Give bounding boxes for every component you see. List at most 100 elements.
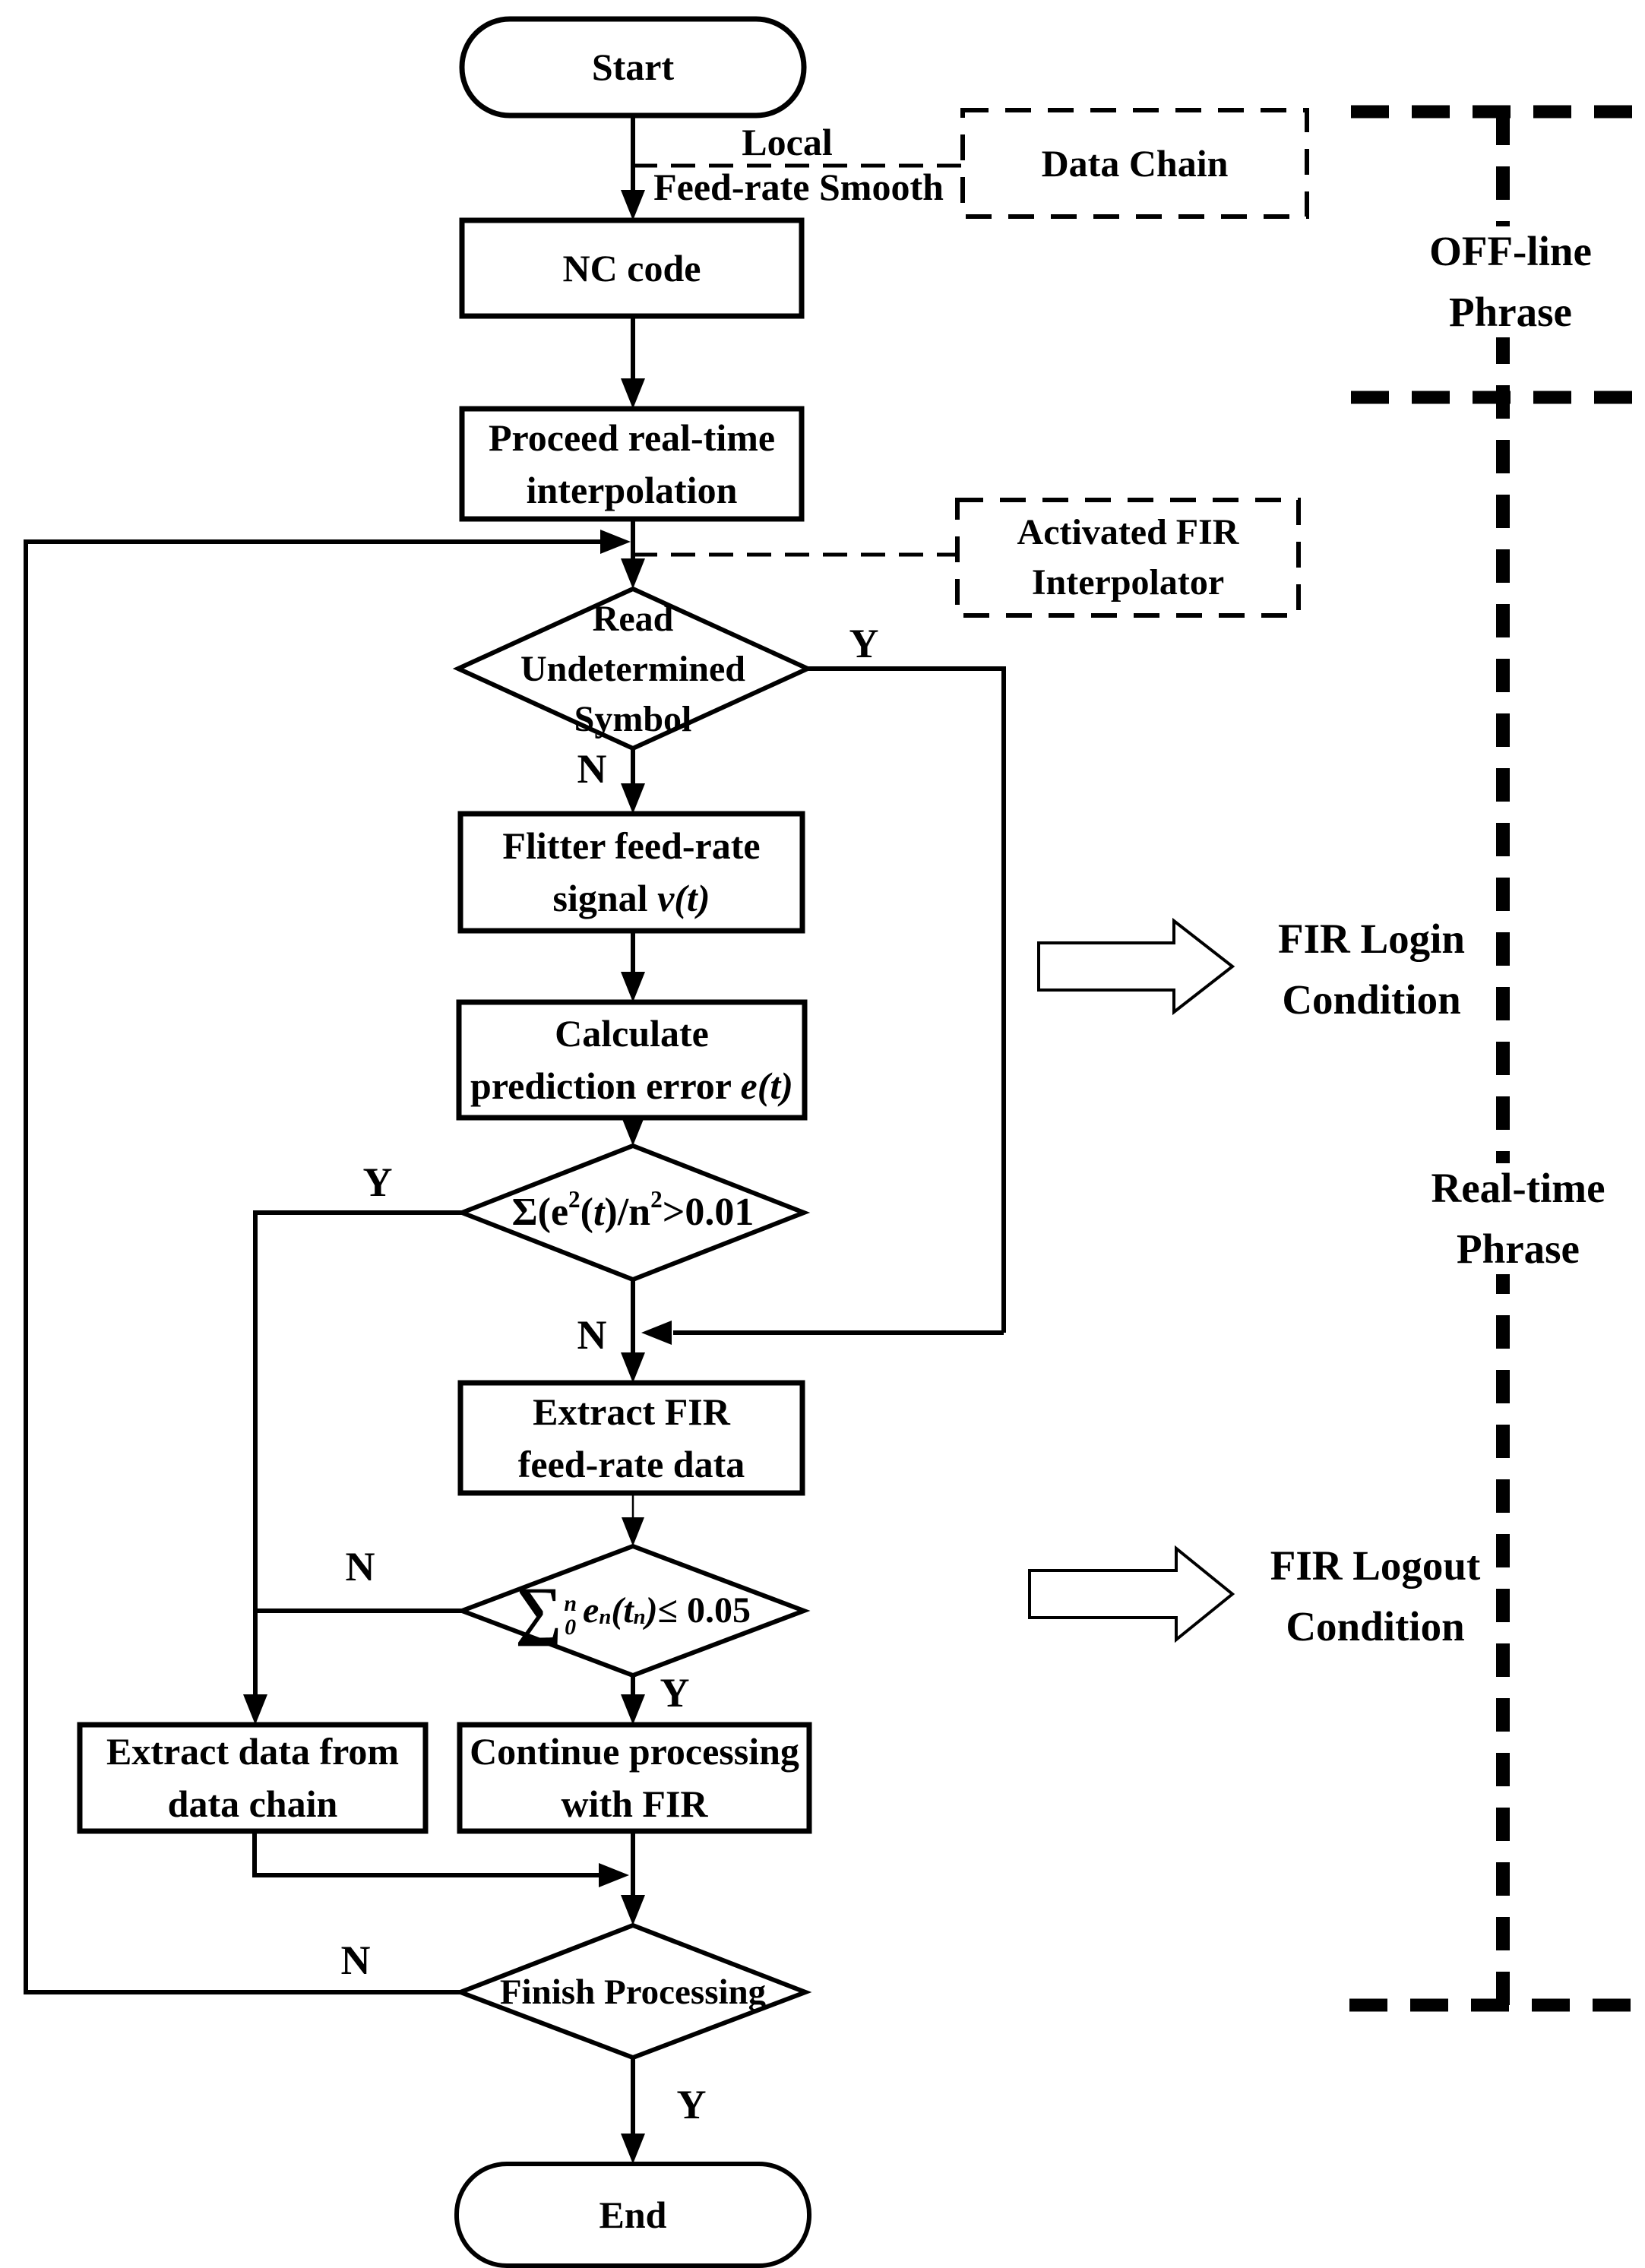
start-label: Start xyxy=(462,19,804,115)
proceed-line1: Proceed real-time xyxy=(488,416,776,459)
start-text: Start xyxy=(591,46,675,88)
realtime-line2-text: Phrase xyxy=(1457,1226,1580,1272)
sigma2-t-sub: n xyxy=(633,1605,646,1630)
edge-label-sigma2-no: N xyxy=(330,1540,391,1593)
finish-diamond-shape xyxy=(454,1922,812,2061)
extract-fir-line1: Extract FIR xyxy=(533,1390,730,1433)
offline-phrase-label: OFF-line Phrase xyxy=(1397,226,1624,337)
sigma1-seg1: Σ(e xyxy=(511,1190,569,1234)
extract-data-label: Extract data from data chain xyxy=(80,1725,425,1831)
logout-line1-text: FIR Logout xyxy=(1270,1542,1481,1589)
sigma2-yes-text: Y xyxy=(660,1669,690,1716)
nc-code-label: NC code xyxy=(462,220,802,316)
data-chain-dashed-box-shape xyxy=(960,108,1309,219)
proceed-box-shape xyxy=(459,406,805,522)
nc-code-box-shape xyxy=(459,217,805,319)
nc-code-text: NC code xyxy=(562,246,701,289)
start-terminator-shape xyxy=(459,16,807,119)
edge-label-local-1: Local xyxy=(711,121,863,163)
read-line1: Read xyxy=(592,598,674,639)
continue-line2: with FIR xyxy=(561,1782,708,1825)
sigma2-no-text: N xyxy=(345,1543,375,1589)
arrowhead-into-nc xyxy=(621,190,645,220)
sigma2-t: t xyxy=(623,1590,634,1631)
continue-box-shape xyxy=(457,1722,812,1834)
arrowhead-merge-before-finish xyxy=(599,1863,629,1887)
fir-logout-block-arrow xyxy=(1028,1545,1235,1643)
logout-line2-text: Condition xyxy=(1286,1602,1465,1650)
login-line1-text: FIR Login xyxy=(1277,915,1466,962)
arrowhead-into-proceed xyxy=(621,378,645,409)
sigma2-e-sub: n xyxy=(599,1605,612,1630)
arrowhead-into-flitter xyxy=(621,783,645,814)
extract-fir-label: Extract FIR feed-rate data xyxy=(460,1383,802,1493)
arrowhead-into-finish xyxy=(621,1895,645,1925)
edge-label-finish-no: N xyxy=(325,1934,386,1987)
edge-label-local-2: Feed-rate Smooth xyxy=(650,166,947,208)
activated-fir-label: Activated FIR Interpolator xyxy=(957,500,1299,615)
extract-fir-line2: feed-rate data xyxy=(517,1442,745,1485)
sigma2-limit-top: n xyxy=(564,1590,577,1616)
fir-login-block-arrow xyxy=(1037,917,1235,1016)
read-yes-text: Y xyxy=(849,620,879,666)
arrowhead-into-sigma2 xyxy=(622,1517,644,1546)
sigma1-seg2: ( xyxy=(580,1190,593,1234)
read-line2: Undetermined xyxy=(520,648,745,689)
fir-login-condition-label: FIR Login Condition xyxy=(1246,914,1497,1024)
sigma2-diamond-shape xyxy=(455,1543,811,1678)
edge-label-sigma1-yes: Y xyxy=(347,1156,408,1209)
sigma1-seg4: >0.01 xyxy=(662,1190,754,1234)
realtime-phrase-label: Real-time Phrase xyxy=(1404,1163,1632,1274)
read-symbol-diamond-shape xyxy=(452,586,814,751)
finish-no-text: N xyxy=(340,1937,371,1983)
continue-label: Continue processing with FIR xyxy=(460,1725,809,1831)
calculate-line2-pre: prediction error xyxy=(470,1064,741,1107)
sigma2-e: e xyxy=(583,1590,599,1631)
activated-fir-line1: Activated FIR xyxy=(1017,511,1239,552)
extract-data-line1: Extract data from xyxy=(106,1730,400,1773)
extract-fir-box-shape xyxy=(457,1380,805,1496)
end-label: End xyxy=(457,2164,809,2266)
sigma2-rest: ≤ 0.05 xyxy=(657,1590,751,1631)
offline-line2-text: Phrase xyxy=(1449,289,1572,335)
arrowhead-into-read xyxy=(621,558,645,589)
edge-label-sigma2-yes: Y xyxy=(644,1666,705,1719)
fir-logout-condition-label: FIR Logout Condition xyxy=(1250,1541,1501,1651)
data-chain-text: Data Chain xyxy=(1041,141,1229,185)
sigma2-paren2: ) xyxy=(645,1590,658,1631)
sigma1-yes-text: Y xyxy=(362,1159,393,1205)
realtime-line1-text: Real-time xyxy=(1431,1165,1605,1212)
offline-line1-text: OFF-line xyxy=(1429,228,1592,275)
flitter-line2: signal v(t) xyxy=(553,872,710,925)
login-line2-text: Condition xyxy=(1282,976,1461,1023)
calculate-label: Calculate prediction error e(t) xyxy=(459,1002,805,1118)
arrowhead-into-sigma1 xyxy=(621,1115,645,1146)
sigma1-sup2: 2 xyxy=(650,1186,663,1213)
calculate-line2: prediction error e(t) xyxy=(470,1060,793,1112)
sigma2-limit-bottom: 0 xyxy=(565,1615,577,1640)
activated-fir-dashed-box-shape xyxy=(955,498,1301,618)
arrowhead-into-calc xyxy=(621,972,645,1002)
extract-data-box-shape xyxy=(77,1722,429,1834)
data-chain-label: Data Chain xyxy=(963,110,1307,217)
calculate-line2-math: e(t) xyxy=(740,1064,793,1107)
sigma1-no-text: N xyxy=(577,1311,607,1358)
arrowhead-into-extract-data xyxy=(243,1694,267,1725)
arrowhead-into-extract-fir xyxy=(621,1352,645,1383)
arrowhead-into-continue xyxy=(621,1694,645,1725)
local-line2-text: Feed-rate Smooth xyxy=(653,165,944,208)
sigma1-italic-t: t xyxy=(593,1190,605,1234)
edge-label-read-yes: Y xyxy=(834,617,894,670)
flitter-box-shape xyxy=(457,811,805,934)
read-no-text: N xyxy=(577,745,607,792)
arrowhead-loop-into-main xyxy=(600,530,631,554)
calculate-line1: Calculate xyxy=(555,1012,709,1055)
proceed-label: Proceed real-time interpolation xyxy=(462,409,802,519)
edge-label-finish-yes: Y xyxy=(661,2078,722,2131)
finish-yes-text: Y xyxy=(676,2081,707,2127)
read-symbol-label: Read Undetermined Symbol xyxy=(489,599,777,739)
